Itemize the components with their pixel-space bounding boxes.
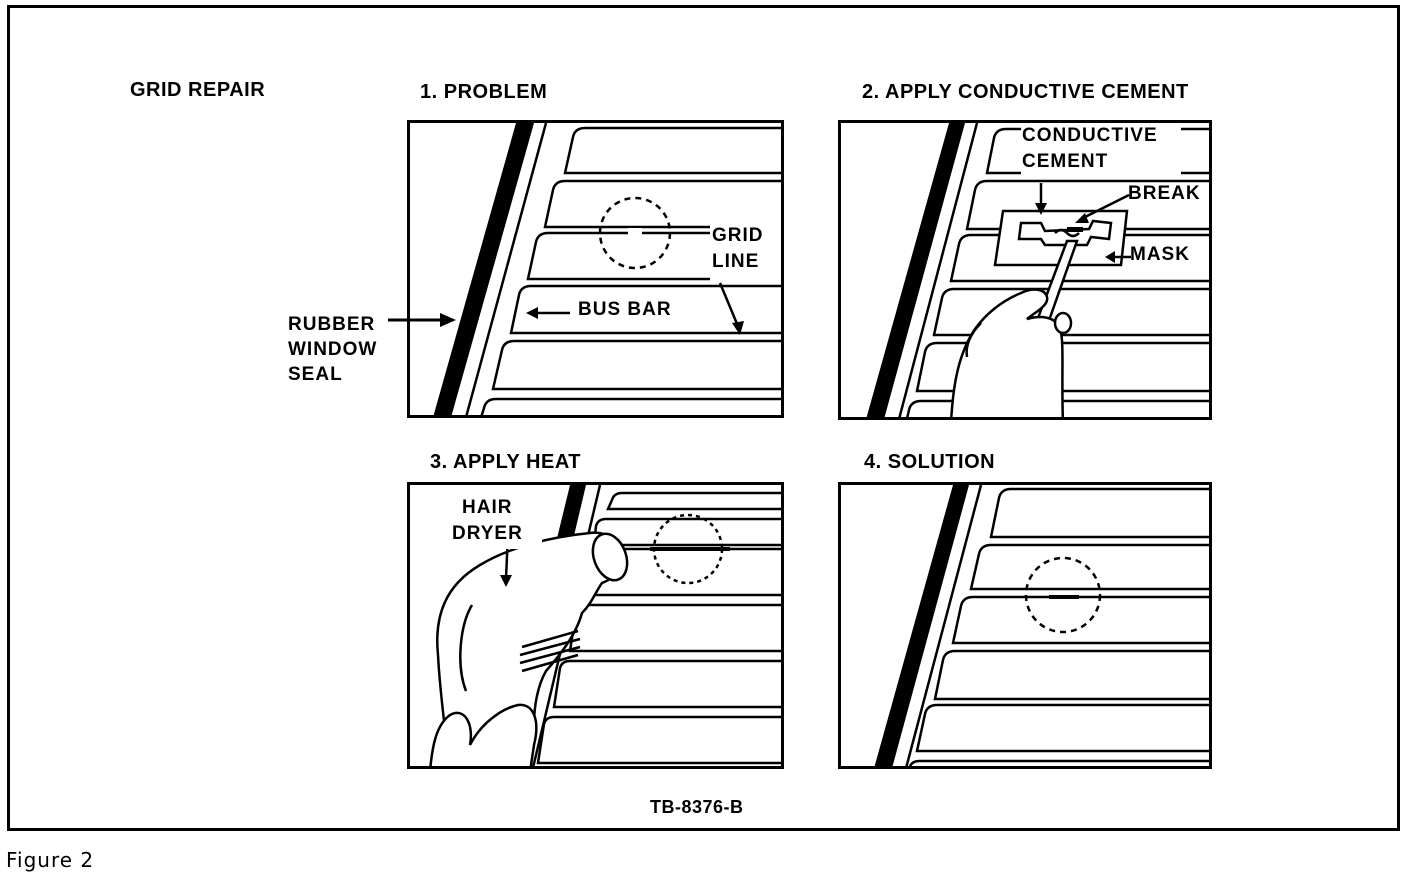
bus-bar-label: BUS BAR [578,299,672,320]
panel-problem [407,120,784,418]
panel-1-heading: 1. PROBLEM [420,81,548,103]
rubber-seal-arrow [388,313,456,327]
window-illustration-problem [433,123,781,415]
figure-code: TB-8376-B [650,797,744,817]
conductive-cement-label-line1: CONDUCTIVE [1022,125,1158,146]
hair-dryer-label-line1: HAIR [462,497,513,518]
conductive-cement-label-line2: CEMENT [1022,151,1109,172]
mask-label: MASK [1130,244,1190,265]
panel-solution [838,482,1212,769]
window-illustration-heat [429,485,781,766]
figure-frame [7,5,1400,831]
dryer-vents [519,629,581,673]
panel-apply-heat [407,482,784,769]
rubber-seal-strip [433,123,534,415]
rubber-seal-label-line1: RUBBER [288,314,376,335]
grid-label-line1: GRID [712,225,764,246]
diagram-title: GRID REPAIR [130,79,266,101]
hair-dryer-label-line2: DRYER [452,523,523,544]
figure-caption: Figure 2 [6,848,95,872]
rubber-seal-label-line2: WINDOW [288,339,378,360]
rubber-seal-label-line3: SEAL [288,364,343,385]
panel-4-heading: 4. SOLUTION [864,451,996,473]
hand-on-dryer [429,703,538,766]
break-circle [598,196,672,270]
grid-lines [480,126,781,415]
panel-3-heading: 3. APPLY HEAT [430,451,581,473]
window-illustration-cement [866,123,1209,417]
grid-label-line2: LINE [712,251,760,272]
break-label: BREAK [1128,183,1201,204]
panel-2-heading: 2. APPLY CONDUCTIVE CEMENT [862,81,1189,103]
dryer-nozzle [591,532,629,582]
repaired-circle [1024,556,1102,634]
panel-apply-cement [838,120,1212,420]
window-illustration-solution [874,485,1209,766]
